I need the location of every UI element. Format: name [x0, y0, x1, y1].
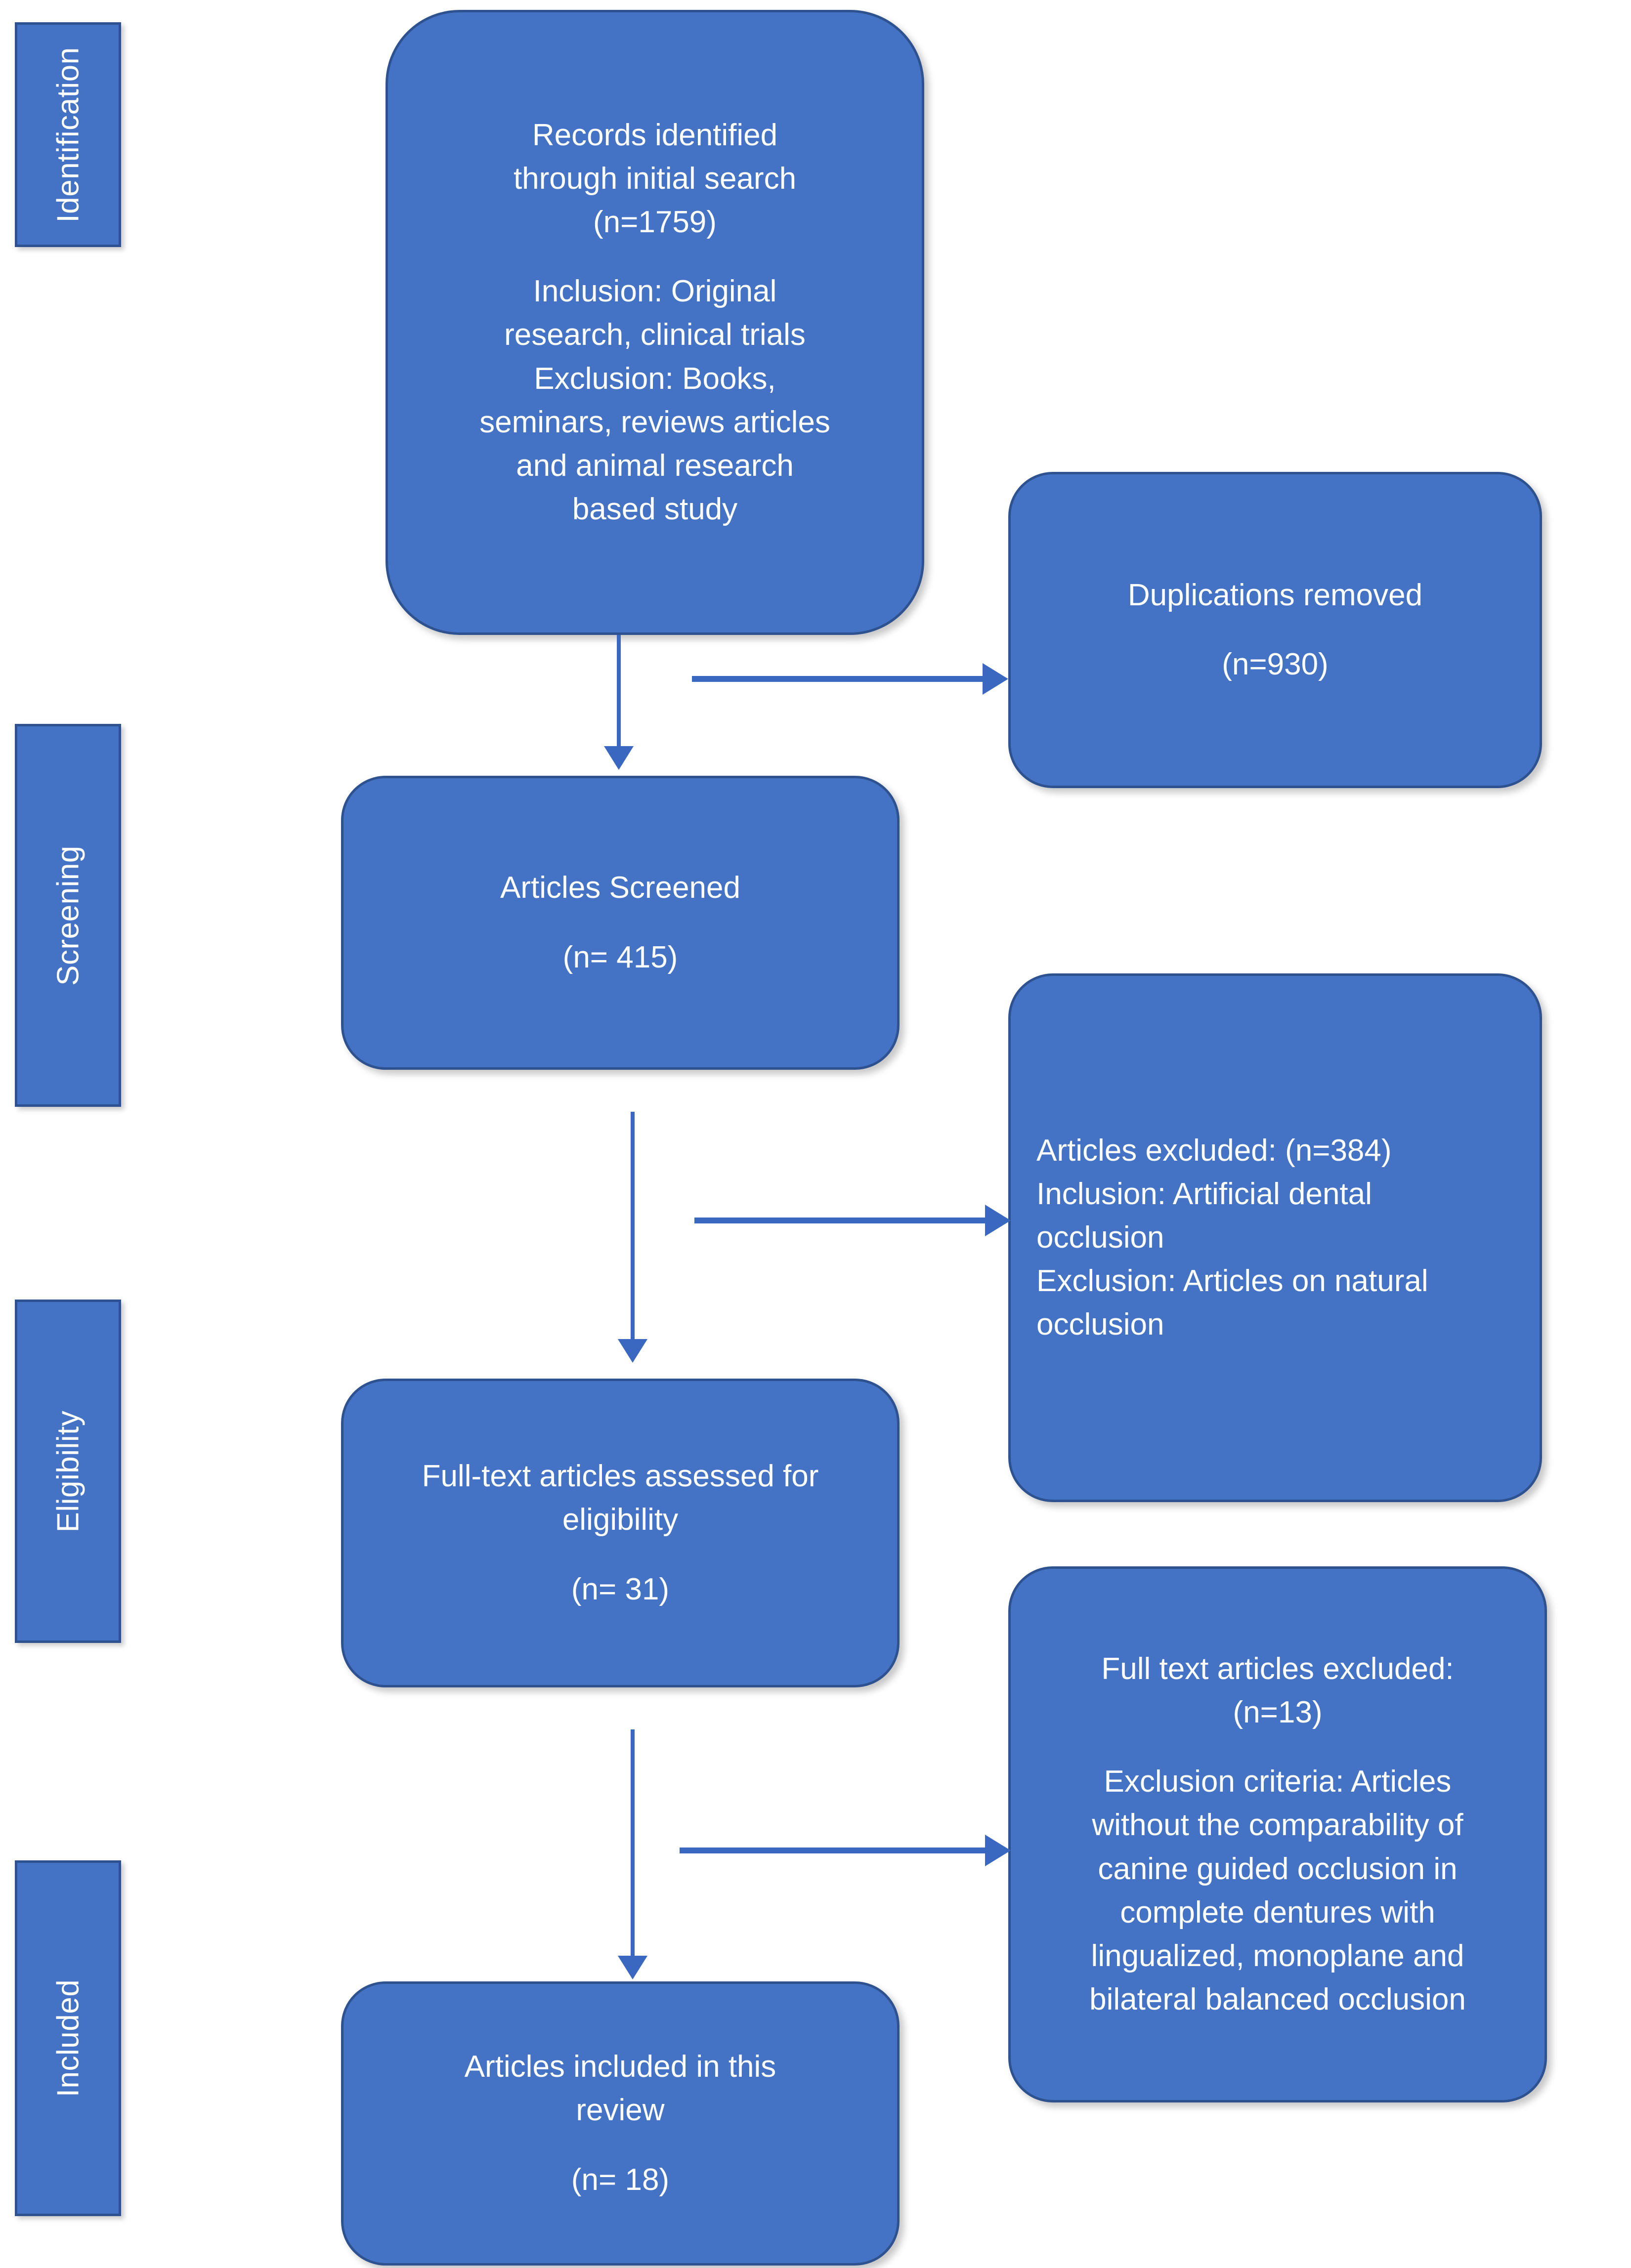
fulltext-excluded-criteria-5: lingualized, monoplane and — [1091, 1938, 1464, 1973]
fulltext-assessed-count: (n= 31) — [571, 1572, 670, 1606]
connector-identified-to-screened — [617, 635, 621, 756]
box-records-identified: Records identified through initial searc… — [386, 10, 924, 635]
articles-screened-count: (n= 415) — [562, 940, 678, 974]
box-articles-excluded: Articles excluded: (n=384) Inclusion: Ar… — [1008, 973, 1542, 1502]
articles-excluded-count: Articles excluded: (n=384) — [1036, 1133, 1392, 1168]
articles-included-line-2: review — [576, 2093, 665, 2128]
stage-label-identification: Identification — [51, 46, 85, 223]
arrow-head-fulltext-to-included — [618, 1956, 647, 1979]
records-identified-count: (n=1759) — [593, 205, 717, 240]
stage-bar-eligibility: Eligibility — [15, 1300, 121, 1643]
arrow-head-screened-to-excluded — [985, 1205, 1011, 1236]
stage-bar-identification: Identification — [15, 22, 121, 247]
records-identified-exclusion-2: seminars, reviews articles — [479, 405, 830, 439]
duplications-removed-count: (n=930) — [1222, 647, 1329, 681]
records-identified-exclusion-3: and animal research — [516, 448, 794, 483]
fulltext-excluded-criteria-1: Exclusion criteria: Articles — [1104, 1764, 1452, 1799]
articles-included-count: (n= 18) — [571, 2162, 670, 2197]
arrow-head-identified-to-screened — [604, 746, 634, 770]
spacer — [414, 244, 896, 270]
duplications-removed-label: Duplications removed — [1127, 578, 1423, 612]
spacer — [1036, 617, 1514, 643]
articles-excluded-inclusion-2: occlusion — [1036, 1220, 1164, 1255]
connector-screened-to-excluded — [694, 1218, 991, 1223]
articles-excluded-inclusion-1: Inclusion: Artificial dental — [1036, 1176, 1372, 1211]
records-identified-exclusion-4: based study — [572, 492, 738, 526]
spacer — [369, 910, 871, 936]
fulltext-excluded-criteria-4: complete dentures with — [1120, 1895, 1435, 1930]
box-articles-screened: Articles Screened (n= 415) — [341, 776, 900, 1070]
articles-excluded-exclusion-1: Exclusion: Articles on natural — [1036, 1264, 1428, 1299]
arrow-head-identified-to-duplications — [983, 663, 1008, 695]
connector-fulltext-to-included — [631, 1729, 635, 1967]
fulltext-excluded-count: (n=13) — [1233, 1695, 1323, 1730]
box-articles-included: Articles included in this review (n= 18) — [341, 1981, 900, 2266]
records-identified-exclusion-1: Exclusion: Books, — [534, 361, 776, 396]
connector-screened-to-fulltext — [631, 1112, 635, 1349]
stage-label-screening: Screening — [51, 845, 85, 986]
box-duplications-removed: Duplications removed (n=930) — [1008, 472, 1542, 788]
connector-identified-to-duplications — [692, 676, 988, 682]
records-identified-inclusion-1: Inclusion: Original — [533, 274, 777, 309]
box-fulltext-excluded: Full text articles excluded: (n=13) Excl… — [1008, 1566, 1547, 2102]
fulltext-excluded-label: Full text articles excluded: — [1101, 1652, 1454, 1686]
spacer — [369, 1542, 871, 1568]
box-fulltext-assessed: Full-text articles assessed for eligibil… — [341, 1379, 900, 1687]
stage-bar-screening: Screening — [15, 724, 121, 1107]
arrow-head-screened-to-fulltext — [618, 1339, 647, 1363]
stage-label-eligibility: Eligibility — [51, 1410, 85, 1532]
articles-excluded-exclusion-2: occlusion — [1036, 1307, 1164, 1342]
fulltext-excluded-criteria-3: canine guided occlusion in — [1098, 1851, 1458, 1886]
stage-label-included: Included — [51, 1979, 85, 2098]
records-identified-line-1: Records identified — [532, 118, 778, 153]
stage-bar-included: Included — [15, 1860, 121, 2216]
fulltext-excluded-criteria-6: bilateral balanced occlusion — [1089, 1982, 1466, 2016]
spacer — [1036, 1734, 1519, 1760]
articles-screened-label: Articles Screened — [500, 871, 740, 905]
records-identified-inclusion-2: research, clinical trials — [504, 318, 806, 352]
connector-fulltext-to-fulltext-excluded — [680, 1848, 991, 1853]
fulltext-excluded-criteria-2: without the comparability of — [1092, 1808, 1463, 1843]
spacer — [369, 2133, 871, 2158]
fulltext-assessed-line-2: eligibility — [562, 1503, 679, 1537]
articles-included-line-1: Articles included in this — [464, 2050, 776, 2084]
fulltext-assessed-line-1: Full-text articles assessed for — [422, 1459, 819, 1494]
arrow-head-fulltext-to-fulltext-excluded — [985, 1835, 1011, 1866]
records-identified-line-2: through initial search — [513, 162, 797, 196]
